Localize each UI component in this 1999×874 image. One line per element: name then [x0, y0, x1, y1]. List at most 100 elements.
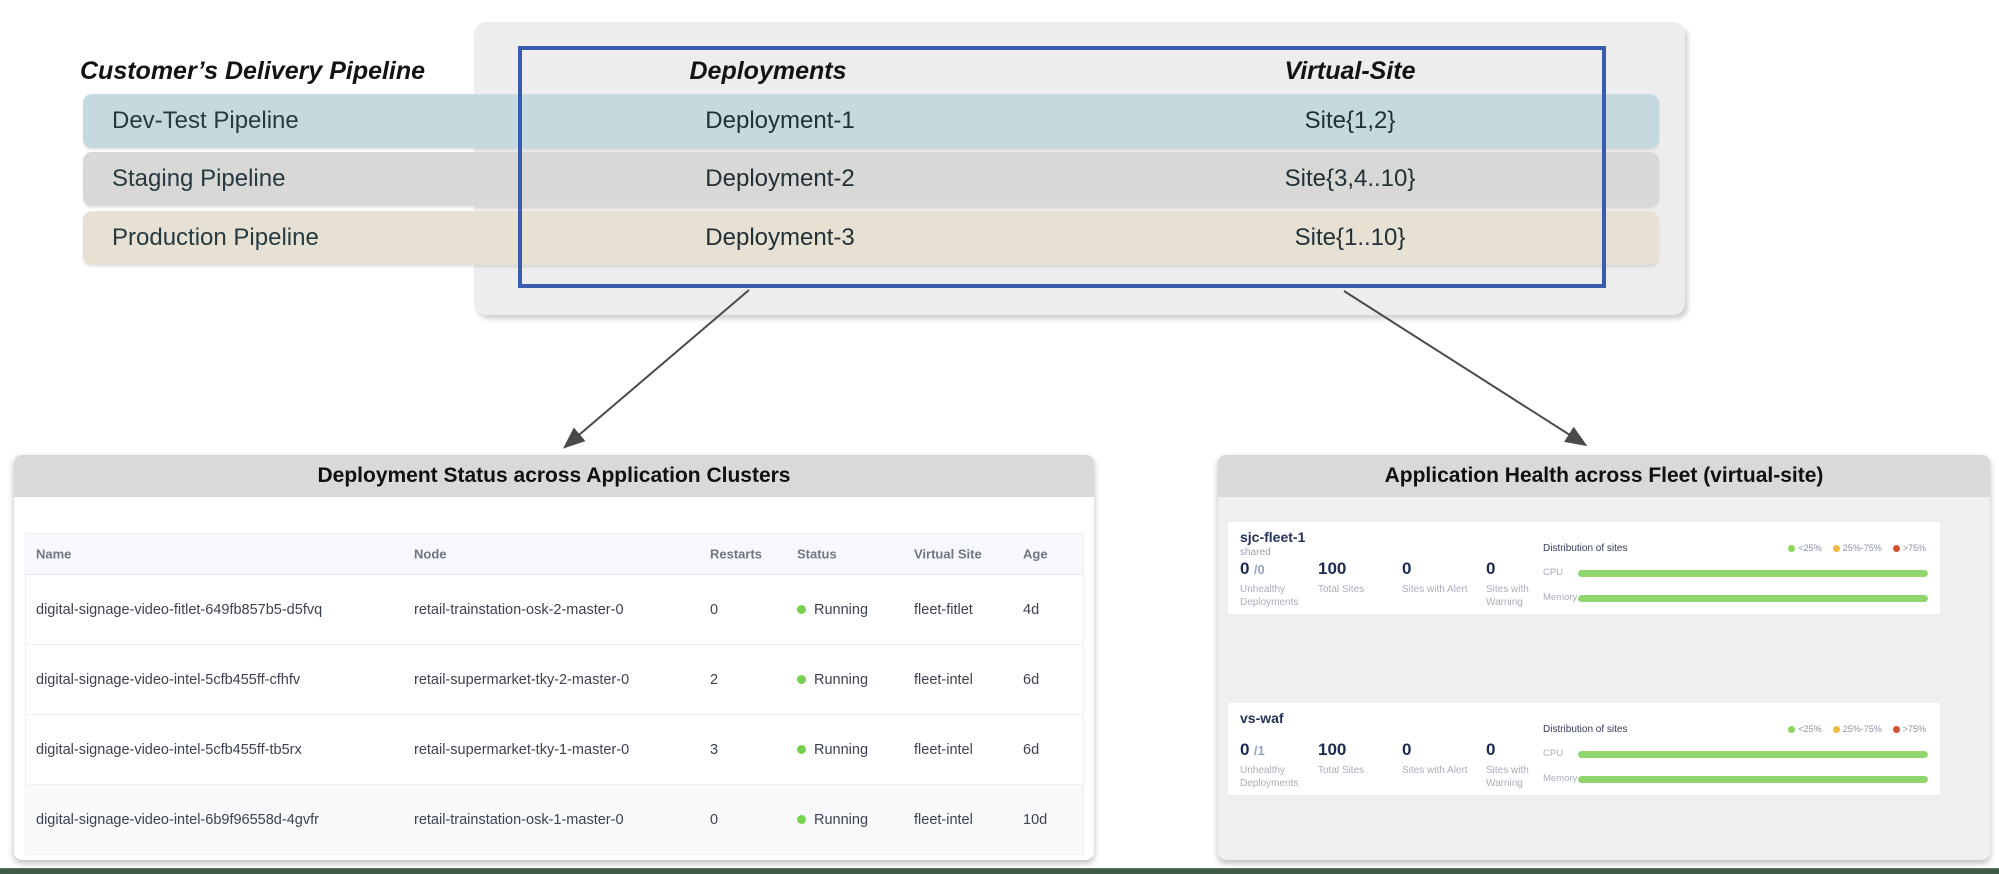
pod-restarts: 0 — [710, 812, 718, 828]
metric-sites-with-alert: 0 Sites with Alert — [1402, 740, 1497, 777]
pod-virtual-site: fleet-intel — [914, 672, 973, 688]
legend-item: 25%-75% — [1833, 724, 1882, 734]
metric-sites-with-warning: 0 Sites with Warning — [1486, 559, 1548, 609]
pod-node: retail-trainstation-osk-1-master-0 — [414, 812, 624, 828]
legend-item: <25% — [1788, 543, 1821, 553]
metric-total-sites: 100 Total Sites — [1318, 559, 1398, 596]
pod-virtual-site: fleet-intel — [914, 812, 973, 828]
legend-dot-orange-icon — [1833, 726, 1840, 733]
health-card-vs-waf: vs-waf 0 /1 Unhealthy Deployments 100 To… — [1228, 703, 1940, 795]
metric-unhealthy-deployments: 0 /0 Unhealthy Deployments — [1240, 559, 1312, 609]
pod-node: retail-trainstation-osk-2-master-0 — [414, 602, 624, 618]
pod-node: retail-supermarket-tky-1-master-0 — [414, 742, 629, 758]
pod-name: digital-signage-video-fitlet-649fb857b5-… — [36, 602, 322, 618]
fleet-name: vs-waf — [1240, 710, 1284, 726]
metric-value: 100 — [1318, 740, 1398, 760]
table-row: digital-signage-video-intel-5cfb455ff-cf… — [26, 645, 1083, 715]
legend-dot-orange-icon — [1833, 545, 1840, 552]
status-text: Running — [814, 812, 868, 828]
distribution-legend: <25% 25%-75% >75% — [1788, 724, 1926, 734]
pipeline-row-label: Staging Pipeline — [112, 152, 285, 206]
highlight-outline — [518, 46, 1606, 288]
column-header-status: Status — [797, 547, 837, 562]
pod-name: digital-signage-video-intel-5cfb455ff-cf… — [36, 672, 300, 688]
status-text: Running — [814, 742, 868, 758]
legend-item: 25%-75% — [1833, 543, 1882, 553]
deployment-status-panel: Deployment Status across Application Clu… — [14, 455, 1094, 860]
legend-dot-green-icon — [1788, 726, 1795, 733]
metric-value: 0 — [1402, 559, 1497, 579]
cpu-usage-bar-fill — [1578, 751, 1928, 758]
cpu-usage-bar-fill — [1578, 570, 1928, 577]
column-header-virtual-site: Virtual Site — [914, 547, 982, 562]
metric-value: 0 — [1240, 559, 1249, 578]
metric-label: Sites with Alert — [1402, 764, 1497, 777]
metric-label: Unhealthy Deployments — [1240, 764, 1312, 790]
column-header-restarts: Restarts — [710, 547, 762, 562]
memory-usage-bar-fill — [1578, 595, 1928, 602]
memory-label: Memory — [1543, 773, 1577, 784]
pod-virtual-site: fleet-intel — [914, 742, 973, 758]
legend-item: <25% — [1788, 724, 1821, 734]
pod-virtual-site: fleet-fitlet — [914, 602, 973, 618]
health-card-sjc-fleet-1: sjc-fleet-1 shared 0 /0 Unhealthy Deploy… — [1228, 522, 1940, 614]
legend-label: 25%-75% — [1843, 543, 1882, 553]
metric-total-sites: 100 Total Sites — [1318, 740, 1398, 777]
legend-dot-green-icon — [1788, 545, 1795, 552]
table-row: digital-signage-video-intel-5cfb455ff-tb… — [26, 715, 1083, 785]
pod-age: 6d — [1023, 742, 1039, 758]
metric-label: Sites with Alert — [1402, 583, 1497, 596]
application-health-panel-title: Application Health across Fleet (virtual… — [1218, 455, 1990, 497]
pod-name: digital-signage-video-intel-5cfb455ff-tb… — [36, 742, 302, 758]
fleet-subtitle: shared — [1240, 547, 1271, 558]
metric-suffix: /0 — [1254, 562, 1265, 577]
metric-suffix: /1 — [1254, 743, 1265, 758]
pod-age: 6d — [1023, 672, 1039, 688]
pipeline-diagram-title: Customer’s Delivery Pipeline — [80, 50, 425, 92]
status-dot-icon — [797, 675, 806, 684]
metric-label: Total Sites — [1318, 583, 1398, 596]
footer-accent-bar — [0, 868, 1999, 874]
distribution-of-sites-label: Distribution of sites — [1543, 724, 1627, 735]
metric-value: 100 — [1318, 559, 1398, 579]
metric-sites-with-alert: 0 Sites with Alert — [1402, 559, 1497, 596]
legend-label: <25% — [1798, 724, 1821, 734]
legend-dot-red-icon — [1893, 545, 1900, 552]
status-badge: Running — [797, 672, 868, 688]
memory-usage-bar-fill — [1578, 776, 1928, 783]
memory-usage-bar — [1578, 595, 1928, 602]
pod-restarts: 2 — [710, 672, 718, 688]
pods-table: Name Node Restarts Status Virtual Site A… — [25, 533, 1084, 855]
legend-label: >75% — [1903, 543, 1926, 553]
metric-label: Unhealthy Deployments — [1240, 583, 1312, 609]
legend-label: <25% — [1798, 543, 1821, 553]
metric-label: Total Sites — [1318, 764, 1398, 777]
pod-name: digital-signage-video-intel-6b9f96558d-4… — [36, 812, 319, 828]
cpu-label: CPU — [1543, 567, 1563, 578]
legend-dot-red-icon — [1893, 726, 1900, 733]
status-text: Running — [814, 672, 868, 688]
distribution-of-sites-label: Distribution of sites — [1543, 543, 1627, 554]
metric-sites-with-warning: 0 Sites with Warning — [1486, 740, 1548, 790]
status-badge: Running — [797, 742, 868, 758]
legend-label: 25%-75% — [1843, 724, 1882, 734]
metric-label: Sites with Warning — [1486, 583, 1548, 609]
metric-value: 0 — [1486, 740, 1548, 760]
cpu-usage-bar — [1578, 751, 1928, 758]
pod-age: 10d — [1023, 812, 1047, 828]
table-header-row: Name Node Restarts Status Virtual Site A… — [26, 534, 1083, 575]
table-row: digital-signage-video-intel-6b9f96558d-4… — [26, 785, 1083, 855]
status-dot-icon — [797, 605, 806, 614]
cpu-label: CPU — [1543, 748, 1563, 759]
pipeline-row-label: Production Pipeline — [112, 211, 319, 265]
pod-restarts: 0 — [710, 602, 718, 618]
column-header-age: Age — [1023, 547, 1048, 562]
legend-label: >75% — [1903, 724, 1926, 734]
memory-usage-bar — [1578, 776, 1928, 783]
metric-unhealthy-deployments: 0 /1 Unhealthy Deployments — [1240, 740, 1312, 790]
table-row: digital-signage-video-fitlet-649fb857b5-… — [26, 575, 1083, 645]
pod-restarts: 3 — [710, 742, 718, 758]
status-badge: Running — [797, 602, 868, 618]
deployments-column-header: Deployments — [690, 50, 847, 92]
pod-age: 4d — [1023, 602, 1039, 618]
